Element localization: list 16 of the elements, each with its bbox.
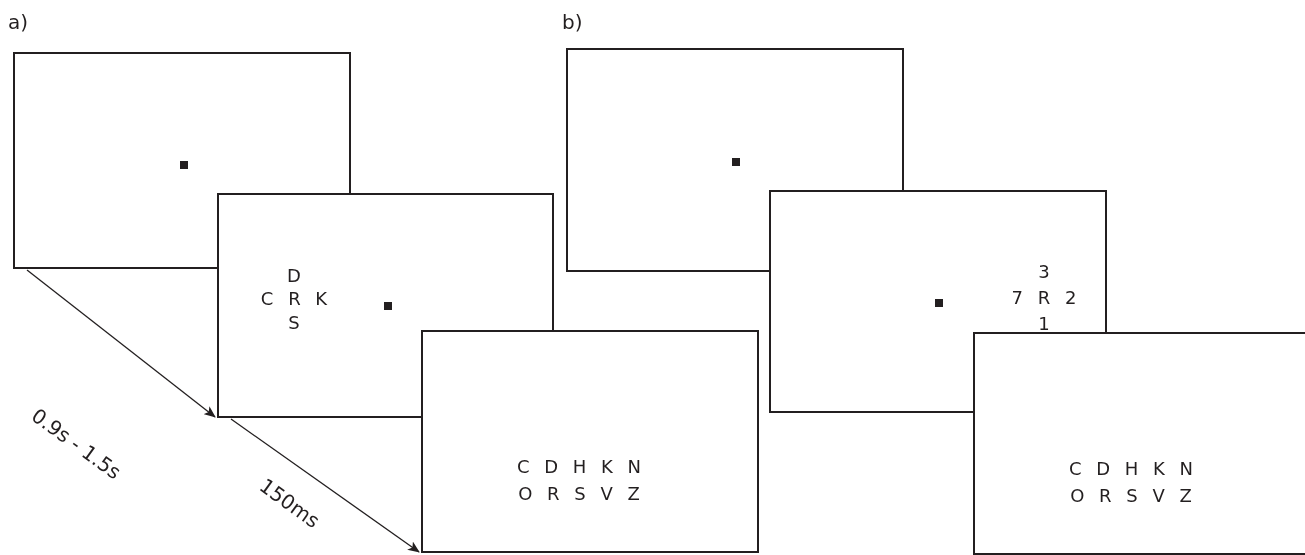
letter-row: C D H K N <box>1068 460 1194 478</box>
stimulus-row: C R K <box>260 290 328 308</box>
stimulus-character: D <box>287 267 301 285</box>
edge-label: 0.9s - 1.5s <box>28 405 125 483</box>
panel-label: a) <box>8 12 29 32</box>
screen-frame <box>421 330 759 553</box>
stimulus-character: 3 <box>1038 263 1050 281</box>
stimulus-character: 1 <box>1038 315 1050 333</box>
arrow <box>230 418 420 553</box>
letter-row: O R S V Z <box>1070 487 1192 505</box>
letter-row: C D H K N <box>516 458 642 476</box>
arrow <box>26 269 216 418</box>
letter-row: O R S V Z <box>518 485 640 503</box>
stimulus-row: 7 R 2 <box>1011 289 1077 307</box>
screen-frame <box>973 332 1305 555</box>
stimulus-character: S <box>288 314 300 332</box>
